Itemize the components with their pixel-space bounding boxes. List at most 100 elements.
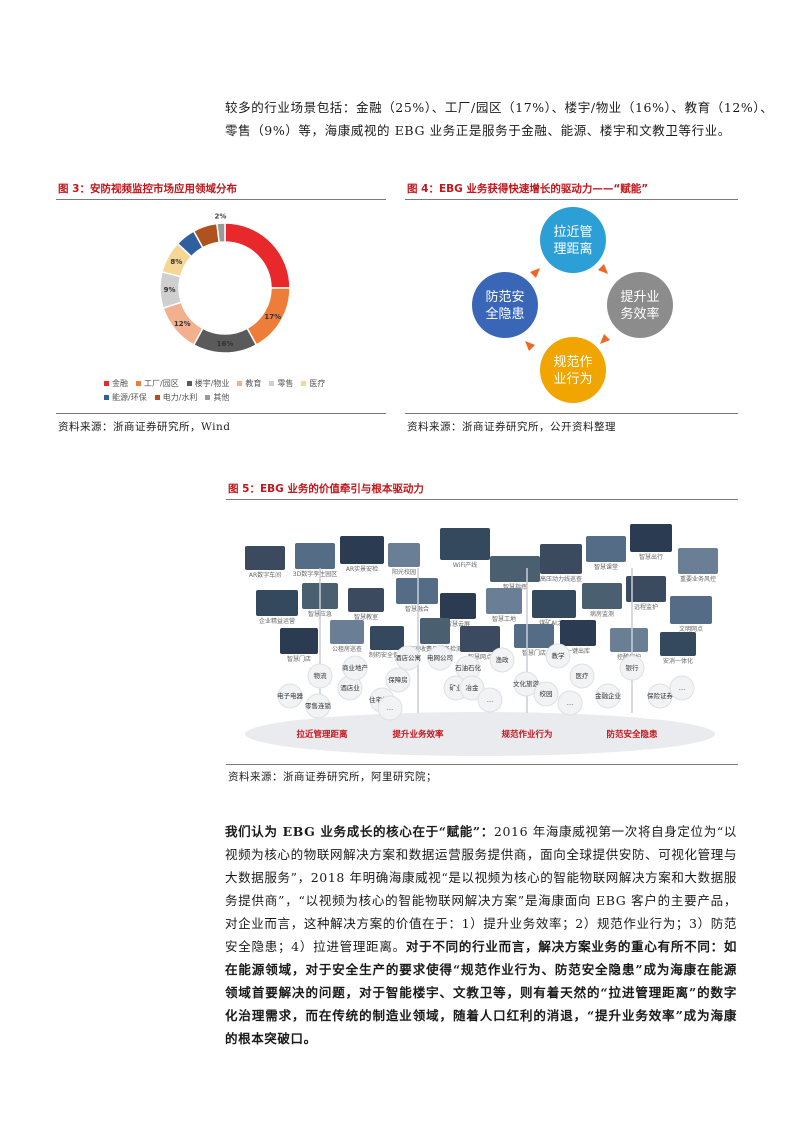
scene-label-28: 安消一体化 [663, 657, 693, 665]
node-2-line-2: 务效率 [620, 306, 659, 322]
industry-node-21 [377, 695, 403, 721]
scene-thumbnail-8 [630, 524, 672, 552]
industry-node-12 [489, 647, 515, 673]
bottom-label-4: 防范安全隐患 [606, 729, 658, 740]
scene-label-21: 公租房巡查 [332, 645, 362, 653]
scene-label-17: 病房监测 [590, 610, 614, 618]
legend-item-4: 零售 [269, 376, 293, 390]
scene-thumbnail-5 [490, 556, 540, 582]
scene-thumbnail-12 [348, 588, 384, 612]
industry-node-label-4: 商业地产 [342, 663, 369, 672]
donut-label-3: 12% [174, 320, 191, 328]
industry-node-label-19: 保险证券 [647, 691, 674, 700]
industry-node-label-2: 零售连锁 [305, 701, 332, 710]
scene-label-6: 高压动力线巡查 [540, 575, 582, 583]
scene-label-7: 智慧课堂 [594, 563, 618, 571]
legend-swatch-6 [104, 394, 109, 400]
industry-node-label-0: 物流 [314, 671, 328, 680]
scene-thumbnail-18 [626, 576, 666, 602]
scene-label-22: 制药安全保障 [369, 651, 405, 659]
scene-thumbnail-13 [396, 578, 438, 604]
industry-node-label-23: … [567, 699, 574, 707]
scene-label-19: 文明网点 [679, 625, 703, 633]
industry-node-label-3: 酒店业 [340, 683, 360, 692]
donut-label-5: 8% [170, 258, 182, 266]
legend-label-7: 电力/水利 [162, 392, 198, 402]
scene-thumbnail-1 [295, 543, 335, 569]
industry-node-label-20: … [679, 684, 686, 692]
node-3-line-1: 规范作 [553, 355, 592, 370]
industry-node-4 [342, 655, 368, 681]
legend-label-0: 金融 [112, 378, 128, 388]
node-1-line-2: 理距离 [553, 241, 592, 257]
legend-swatch-5 [301, 380, 307, 386]
industry-node-16 [533, 681, 559, 707]
industry-node-7 [395, 645, 421, 671]
industry-node-label-11: 冶金 [466, 683, 480, 692]
scene-thumbnail-24 [460, 626, 500, 652]
figure-3-legend: 金融工厂/园区 楼宇/物业 教育零售 医疗能源/环保 电力/水利 其他 [104, 376, 344, 404]
legend-swatch-4 [269, 380, 275, 386]
industry-node-label-21: … [387, 704, 394, 712]
legend-label-3: 教育 [245, 378, 262, 388]
scene-thumbnail-16 [532, 590, 576, 618]
intro-line-2: 零售（9%）等，海康威视的 EBG 业务正是服务于金融、能源、楼宇和文教卫等行业… [225, 123, 731, 138]
industry-node-label-8: 电网公司 [427, 653, 453, 662]
intro-line-1: 较多的行业场景包括：金融（25%）、工厂/园区（17%）、楼宇/物业（16%）、… [225, 100, 774, 115]
scene-label-18: 远程监护 [634, 603, 658, 611]
scene-thumbnail-23 [420, 618, 450, 644]
scene-thumbnail-25 [514, 624, 554, 648]
scene-label-20: 智慧门店 [287, 655, 311, 663]
industry-node-22 [477, 687, 503, 713]
industry-node-0 [307, 663, 333, 689]
legend-item-5: 医疗 [301, 376, 325, 390]
industry-node-8 [427, 645, 453, 671]
scene-label-13: 智慧融合 [405, 605, 429, 613]
scene-label-9: 重要业务风控 [680, 575, 716, 583]
legend-item-1: 工厂/园区 [136, 376, 179, 390]
legend-label-6: 能源/环保 [112, 392, 147, 402]
body-conclusion-bold: 对于不同的行业而言，解决方案业务的重心有所不同：如在能源领域，对于安全生产的要求… [225, 939, 737, 1046]
donut-slice-0 [224, 222, 291, 289]
figure-5-title: 图 5：EBG 业务的价值牵引与根本驱动力 [228, 483, 424, 495]
legend-label-8: 其他 [213, 392, 230, 402]
bottom-label-1: 拉近管理距离 [296, 729, 348, 740]
scene-thumbnail-21 [330, 620, 364, 644]
scene-label-16: 煤矿AI之眼 [539, 619, 569, 627]
scene-label-15: 智慧工地 [492, 615, 516, 623]
scene-label-5: 智慧指挥 [503, 583, 527, 591]
node-4-line-1: 防范安 [485, 289, 524, 305]
scene-label-12: 智慧教室 [354, 613, 378, 621]
legend-item-8: 其他 [205, 390, 229, 404]
legend-swatch-3 [237, 380, 243, 386]
industry-node-label-13: 文化旅游 [513, 679, 540, 688]
figure-4-source: 资料来源：浙商证券研究所，公开资料整理 [407, 421, 616, 433]
industry-node-label-7: 酒店公寓 [395, 653, 421, 662]
industry-node-2 [305, 693, 331, 719]
scene-label-10: 企业精益运营 [259, 617, 295, 625]
industry-node-label-1: 电子电器 [277, 691, 304, 700]
scene-thumbnail-14 [440, 593, 476, 619]
node-1-line-1: 拉近管 [553, 225, 592, 240]
legend-label-2: 楼宇/物业 [194, 378, 230, 388]
scene-label-8: 智慧出行 [639, 553, 663, 561]
scene-label-14: 智慧云屏 [446, 620, 470, 628]
scene-label-25: 智慧门店 [522, 649, 546, 657]
scene-label-4: WiFi产线 [453, 561, 477, 569]
scene-thumbnail-9 [678, 548, 718, 574]
scene-thumbnail-19 [670, 596, 712, 624]
industry-node-label-15: 医疗 [576, 671, 590, 680]
legend-swatch-0 [104, 380, 109, 386]
donut-label-8: 2% [215, 213, 227, 221]
industry-node-label-10: 石油石化 [455, 663, 482, 672]
scene-thumbnail-17 [582, 583, 622, 609]
figure-3-source: 资料来源：浙商证券研究所，Wind [58, 421, 231, 433]
legend-label-5: 医疗 [309, 378, 326, 388]
node-3-line-2: 业行为 [553, 372, 592, 387]
scene-label-2: AR实景安检 [346, 565, 378, 573]
donut-label-1: 17% [264, 313, 281, 321]
figure-3-title: 图 3：安防视频监控市场应用领域分布 [58, 183, 237, 195]
intro-paragraph: 较多的行业场景包括：金融（25%）、工厂/园区（17%）、楼宇/物业（16%）、… [225, 96, 774, 142]
industry-node-label-14: 教学 [552, 651, 566, 660]
